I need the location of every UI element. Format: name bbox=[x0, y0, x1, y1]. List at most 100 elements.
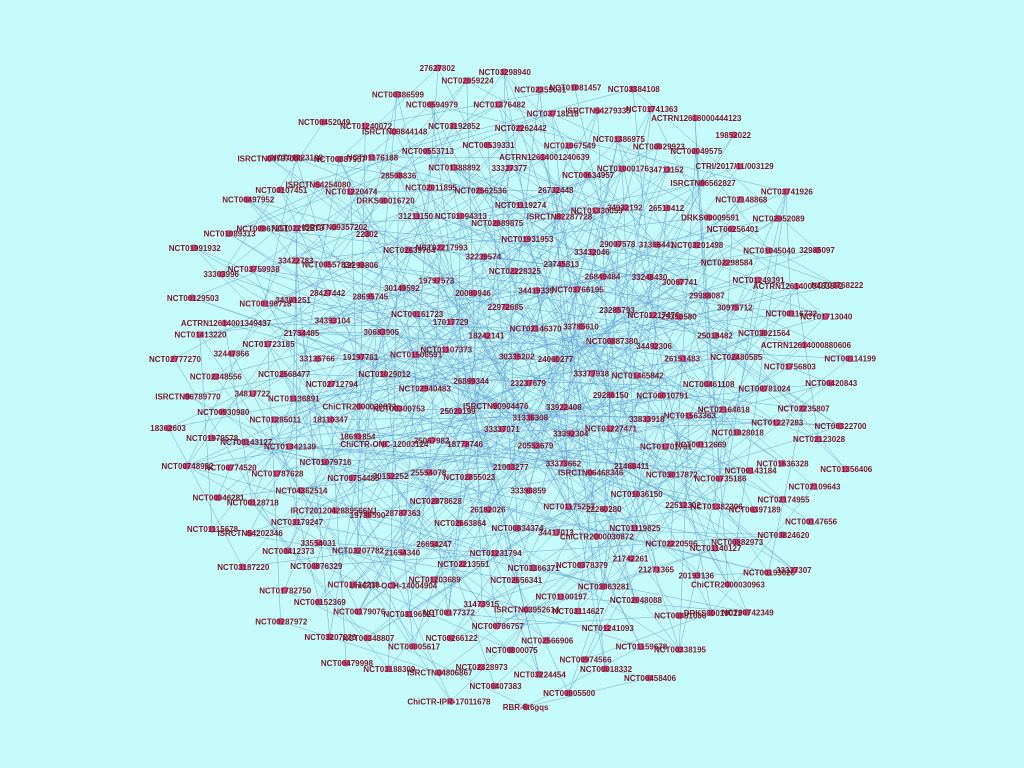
graph-edge bbox=[448, 543, 671, 613]
node-dot bbox=[833, 281, 840, 289]
node-dot bbox=[239, 563, 246, 571]
graph-node: NCT02011895 bbox=[405, 184, 457, 193]
node-label: 33377938 bbox=[573, 370, 609, 379]
node-dot bbox=[522, 703, 530, 711]
node-label: NCT00378379 bbox=[556, 561, 609, 570]
graph-edge bbox=[581, 470, 751, 566]
node-dot bbox=[405, 246, 412, 254]
graph-node: NCT00005500 bbox=[543, 689, 596, 698]
graph-edge bbox=[247, 199, 764, 334]
graph-node: NCT01931953 bbox=[501, 235, 554, 244]
graph-node: NCT02109643 bbox=[788, 482, 841, 491]
graph-node: NCT02359031 bbox=[514, 86, 567, 95]
node-label: NCT02059224 bbox=[442, 77, 495, 86]
graph-edge bbox=[617, 146, 659, 311]
graph-edge bbox=[247, 199, 698, 576]
graph-node: DRKS00016720 bbox=[356, 197, 415, 206]
graph-node: 32985097 bbox=[799, 246, 835, 255]
graph-node: 22972685 bbox=[488, 303, 524, 312]
node-dot bbox=[483, 332, 491, 340]
node-label: 33390859 bbox=[511, 487, 547, 496]
node-dot bbox=[478, 600, 486, 608]
node-label: NCT00420843 bbox=[805, 379, 858, 388]
graph-edge bbox=[430, 187, 720, 479]
graph-edge bbox=[280, 621, 440, 673]
graph-edge bbox=[358, 422, 777, 437]
graph-node: NCT01107373 bbox=[421, 346, 473, 355]
graph-edge bbox=[459, 215, 636, 601]
node-label: NCT00029923 bbox=[633, 142, 686, 151]
graph-edge bbox=[269, 156, 543, 159]
node-dot bbox=[444, 609, 452, 617]
graph-node: NCT01701791 bbox=[640, 443, 693, 452]
graph-node: NCT00152369 bbox=[294, 598, 347, 607]
node-dot bbox=[326, 633, 333, 641]
graph-node: 18362603 bbox=[150, 424, 186, 433]
graph-edge bbox=[460, 189, 557, 217]
node-label: NCT01563363 bbox=[664, 412, 717, 421]
graph-edge bbox=[453, 144, 488, 168]
graph-node: NCT01119825 bbox=[609, 524, 661, 533]
graph-edge bbox=[367, 110, 598, 515]
graph-edge bbox=[694, 117, 717, 507]
graph-edge bbox=[283, 373, 483, 605]
node-dot bbox=[355, 608, 362, 616]
node-label: ISRCTN04806867 bbox=[407, 669, 473, 678]
graph-node: NCT02712794 bbox=[306, 380, 359, 389]
graph-node: 25020199 bbox=[440, 407, 476, 416]
node-label: 26899344 bbox=[453, 377, 489, 386]
node-label: NCT03366371 bbox=[508, 564, 561, 573]
node-dot bbox=[743, 609, 751, 616]
graph-edge bbox=[736, 191, 787, 542]
node-label: 29350580 bbox=[661, 313, 697, 322]
graph-node: NCT01023188 bbox=[271, 154, 324, 163]
node-label: ISRCTN09844148 bbox=[362, 128, 428, 137]
graph-node: 18110347 bbox=[313, 416, 349, 425]
graph-node: NCT01175257 bbox=[543, 503, 595, 512]
node-label: NCT03192852 bbox=[428, 122, 481, 131]
node-label: NCT02328973 bbox=[456, 663, 509, 672]
node-dot bbox=[523, 235, 531, 243]
node-dot bbox=[442, 346, 450, 354]
graph-node: NCT00010791 bbox=[636, 391, 689, 400]
graph-node: NCT03201498 bbox=[671, 241, 724, 250]
graph-edge bbox=[359, 210, 597, 407]
graph-edge bbox=[296, 157, 480, 191]
graph-node: NCT01227471 bbox=[585, 425, 638, 434]
node-dot bbox=[631, 524, 638, 532]
node-dot bbox=[324, 260, 331, 268]
graph-node: NCT02940483 bbox=[399, 384, 452, 393]
graph-edge bbox=[300, 490, 604, 587]
node-dot bbox=[535, 670, 543, 678]
node-label: NCT00800075 bbox=[486, 646, 539, 655]
node-label: NCT03179247 bbox=[271, 518, 324, 527]
graph-edge bbox=[199, 249, 818, 335]
graph-edge bbox=[221, 121, 324, 275]
node-dot bbox=[500, 68, 508, 76]
graph-node: NCT00128718 bbox=[227, 498, 280, 507]
node-dot bbox=[277, 618, 284, 625]
node-dot bbox=[273, 470, 281, 477]
graph-edge bbox=[519, 127, 633, 466]
node-label: NCT00018332 bbox=[580, 665, 633, 674]
node-label: NCT01176188 bbox=[347, 153, 399, 162]
node-dot bbox=[629, 85, 637, 93]
graph-node: 33337307 bbox=[776, 566, 812, 575]
graph-edge bbox=[428, 247, 442, 473]
node-label: NCT03298940 bbox=[479, 68, 532, 77]
node-label: NCT03824620 bbox=[757, 531, 810, 540]
graph-node: NCT03207782 bbox=[332, 547, 385, 556]
graph-edge bbox=[318, 542, 495, 554]
node-label: NCT04362514 bbox=[275, 486, 328, 495]
node-label: NCT02639764 bbox=[383, 246, 436, 255]
graph-node: NCT01979578 bbox=[186, 434, 239, 443]
node-dot bbox=[532, 442, 540, 450]
graph-node: 26510412 bbox=[649, 204, 685, 213]
node-dot bbox=[516, 124, 524, 132]
graph-edge bbox=[199, 334, 213, 530]
node-label: NCT01741363 bbox=[626, 105, 679, 114]
graph-edge bbox=[350, 189, 557, 192]
graph-edge bbox=[621, 168, 637, 495]
node-label: NCT00143127 bbox=[220, 438, 273, 447]
node-label: NCT01382306 bbox=[691, 502, 744, 511]
